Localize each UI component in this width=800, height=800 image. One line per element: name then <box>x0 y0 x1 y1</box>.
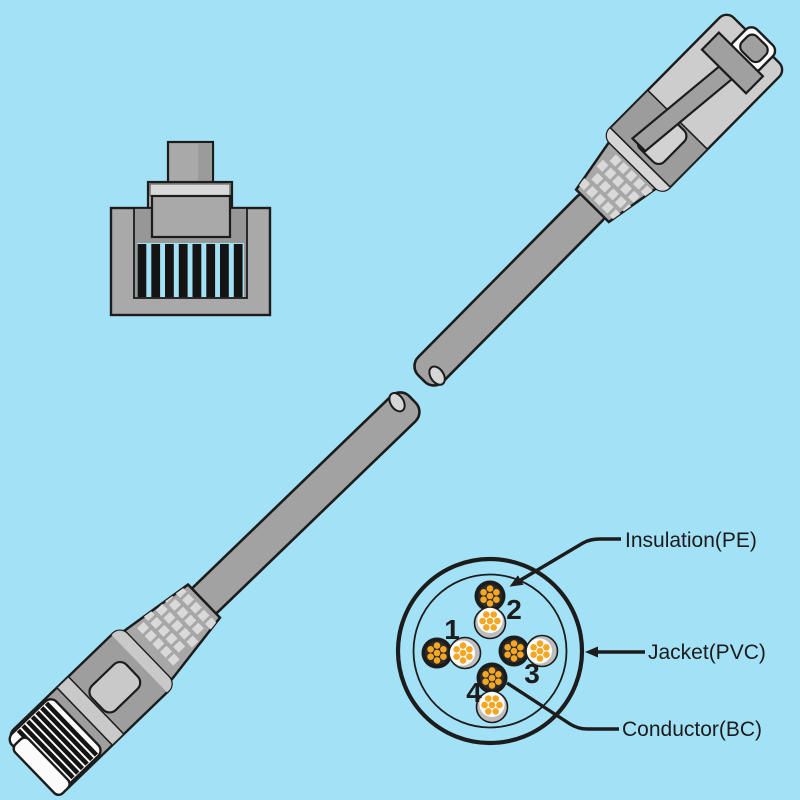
insulation-label: Insulation(PE) <box>625 529 757 552</box>
pair-label-1: 1 <box>444 614 460 645</box>
front-view-pins <box>137 244 243 297</box>
pair-label-2: 2 <box>506 594 522 625</box>
insulation-leader-line <box>509 537 621 587</box>
upper-cable-segment <box>413 191 608 387</box>
conductor-leader-line <box>506 681 619 731</box>
jacket-outer-ring <box>395 556 585 746</box>
latch-slot <box>739 33 769 64</box>
plug-tip-band <box>12 736 71 797</box>
cable-cut-end-upper <box>428 365 446 386</box>
plug-window-bottom-left <box>88 660 142 714</box>
cable-cross-section: 1 2 3 4 Insulation(PE) Jacket(PVC) Condu… <box>395 529 766 746</box>
pair-label-3: 3 <box>524 658 540 689</box>
jacket-label: Jacket(PVC) <box>648 641 766 664</box>
upper-cable-assembly <box>413 13 784 387</box>
cable-cut-end-lower <box>388 392 406 413</box>
conductor-label: Conductor(BC) <box>622 718 762 741</box>
jacket-inner-ring <box>412 573 568 729</box>
pair-label-4: 4 <box>466 677 482 708</box>
rj-plug-front-view <box>109 140 272 317</box>
rj-plug-top-right <box>574 13 784 224</box>
front-view-plug-face <box>150 194 232 239</box>
lower-cable-assembly <box>8 391 421 797</box>
lower-cable-segment <box>188 391 421 617</box>
front-view-cable-shade <box>198 144 211 186</box>
conductor-white <box>475 608 506 639</box>
rj-plug-bottom-left <box>8 582 222 797</box>
pair-2 <box>475 581 506 639</box>
front-view-boot-highlight <box>149 183 231 197</box>
plug-latch-crossbar <box>700 31 765 95</box>
